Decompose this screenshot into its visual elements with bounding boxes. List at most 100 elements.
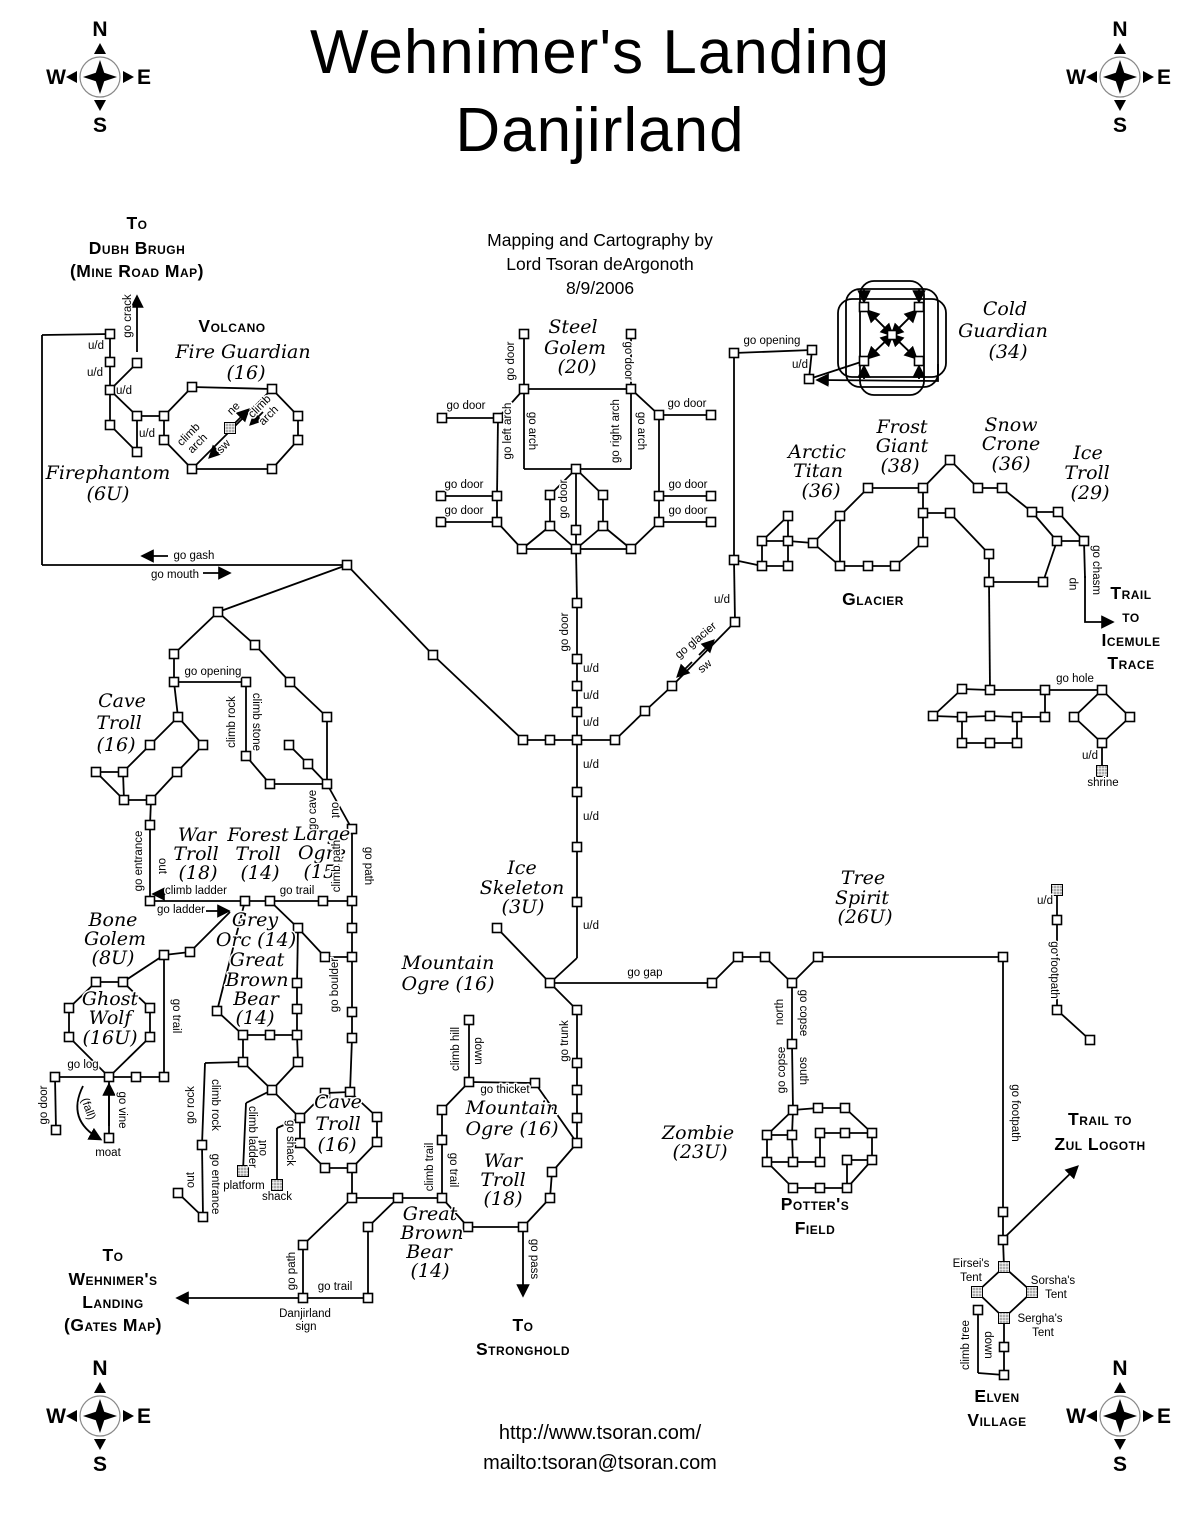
map-edge xyxy=(534,1082,578,1144)
map-label: go footpath xyxy=(1009,1084,1021,1142)
map-label: Giant xyxy=(876,435,929,457)
room-node xyxy=(782,535,794,547)
room-node xyxy=(264,778,276,790)
room-node xyxy=(997,1234,1009,1246)
map-label: go copse xyxy=(776,1047,788,1094)
room-node xyxy=(728,347,740,359)
map-label: (8U) xyxy=(92,947,135,969)
special-room-node xyxy=(971,1286,983,1298)
maze-outline xyxy=(859,280,925,396)
room-node xyxy=(319,1162,331,1174)
map-label: Large xyxy=(293,823,350,845)
room-node xyxy=(997,1206,1009,1218)
room-node xyxy=(1096,684,1108,696)
room-node xyxy=(571,786,583,798)
room-node xyxy=(346,823,358,835)
room-node xyxy=(984,737,996,749)
room-node xyxy=(1026,506,1038,518)
room-node xyxy=(131,410,143,422)
compass-label-east: E xyxy=(137,66,151,89)
room-node xyxy=(571,1004,583,1016)
room-node xyxy=(516,543,528,555)
map-label: (36) xyxy=(991,453,1030,475)
room-node xyxy=(983,548,995,560)
room-node xyxy=(294,1112,306,1124)
room-node xyxy=(63,1002,75,1014)
room-node xyxy=(104,384,116,396)
room-node xyxy=(104,356,116,368)
map-label: (16) xyxy=(226,362,265,384)
map-label: (Mine Road Map) xyxy=(70,261,204,281)
map-edge xyxy=(988,581,991,691)
room-node xyxy=(197,739,209,751)
map-label: go gash xyxy=(174,550,215,562)
map-label: Ogre (16) xyxy=(401,973,494,995)
map-label: go opening xyxy=(185,666,242,678)
room-node xyxy=(266,383,278,395)
room-node xyxy=(544,520,556,532)
map-label: Wehnimer's xyxy=(68,1269,157,1289)
map-edge xyxy=(191,386,273,390)
room-node xyxy=(666,680,678,692)
room-node xyxy=(759,951,771,963)
compass-arrow-west xyxy=(1086,71,1097,83)
room-node xyxy=(544,489,556,501)
room-node xyxy=(653,516,665,528)
room-node xyxy=(732,951,744,963)
room-node xyxy=(297,1239,309,1251)
room-node xyxy=(761,1129,773,1141)
room-node xyxy=(240,676,252,688)
room-node xyxy=(570,543,582,555)
map-label: Trace xyxy=(1107,653,1154,673)
room-node xyxy=(956,683,968,695)
map-label: go door xyxy=(668,505,707,517)
room-node xyxy=(625,543,637,555)
room-node xyxy=(839,1127,851,1139)
room-node xyxy=(814,1182,826,1194)
map-label: (16) xyxy=(96,734,135,756)
map-label: go log xyxy=(67,1059,98,1071)
map-label: go gap xyxy=(627,967,662,979)
map-label: (Gates Map) xyxy=(64,1315,162,1335)
room-node xyxy=(158,410,170,422)
room-node xyxy=(158,949,170,961)
map-label: u/d xyxy=(583,759,599,771)
compass-star xyxy=(1103,60,1137,94)
room-node xyxy=(103,1071,115,1083)
map-label: Forest xyxy=(226,824,289,846)
room-node xyxy=(362,1292,374,1304)
map-edge xyxy=(432,654,524,741)
maze-outline xyxy=(837,298,947,378)
room-node xyxy=(1078,535,1090,547)
room-node xyxy=(917,536,929,548)
map-edge xyxy=(201,1062,206,1146)
compass-label-east: E xyxy=(137,1405,151,1428)
map-label: go boulder xyxy=(329,958,341,1013)
compass-arrow-south xyxy=(94,1439,106,1450)
special-room-node xyxy=(1096,765,1108,777)
map-label: go path xyxy=(286,1252,298,1290)
map-label: Guardian xyxy=(958,320,1048,342)
map-label: go trunk xyxy=(559,1020,571,1062)
room-node xyxy=(292,1056,304,1068)
map-label: go door xyxy=(505,341,517,380)
compass-arrow-east xyxy=(1143,1410,1154,1422)
map-label: u/d xyxy=(88,340,104,352)
room-node xyxy=(197,1211,209,1223)
room-node xyxy=(761,1156,773,1168)
map-label: climb rock xyxy=(209,1079,221,1131)
map-label: Troll xyxy=(173,843,218,865)
map-label: Ice xyxy=(1072,442,1102,464)
map-edge xyxy=(217,611,256,646)
room-node xyxy=(392,1192,404,1204)
compass-label-west: W xyxy=(1066,66,1086,89)
room-node xyxy=(889,560,901,572)
room-node xyxy=(1084,1034,1096,1046)
credits-line: Mapping and Cartography by xyxy=(487,230,713,250)
map-label: go door xyxy=(38,1085,50,1124)
compass-arrow-east xyxy=(123,71,134,83)
map-label: (34) xyxy=(988,341,1027,363)
map-edge xyxy=(173,681,179,718)
